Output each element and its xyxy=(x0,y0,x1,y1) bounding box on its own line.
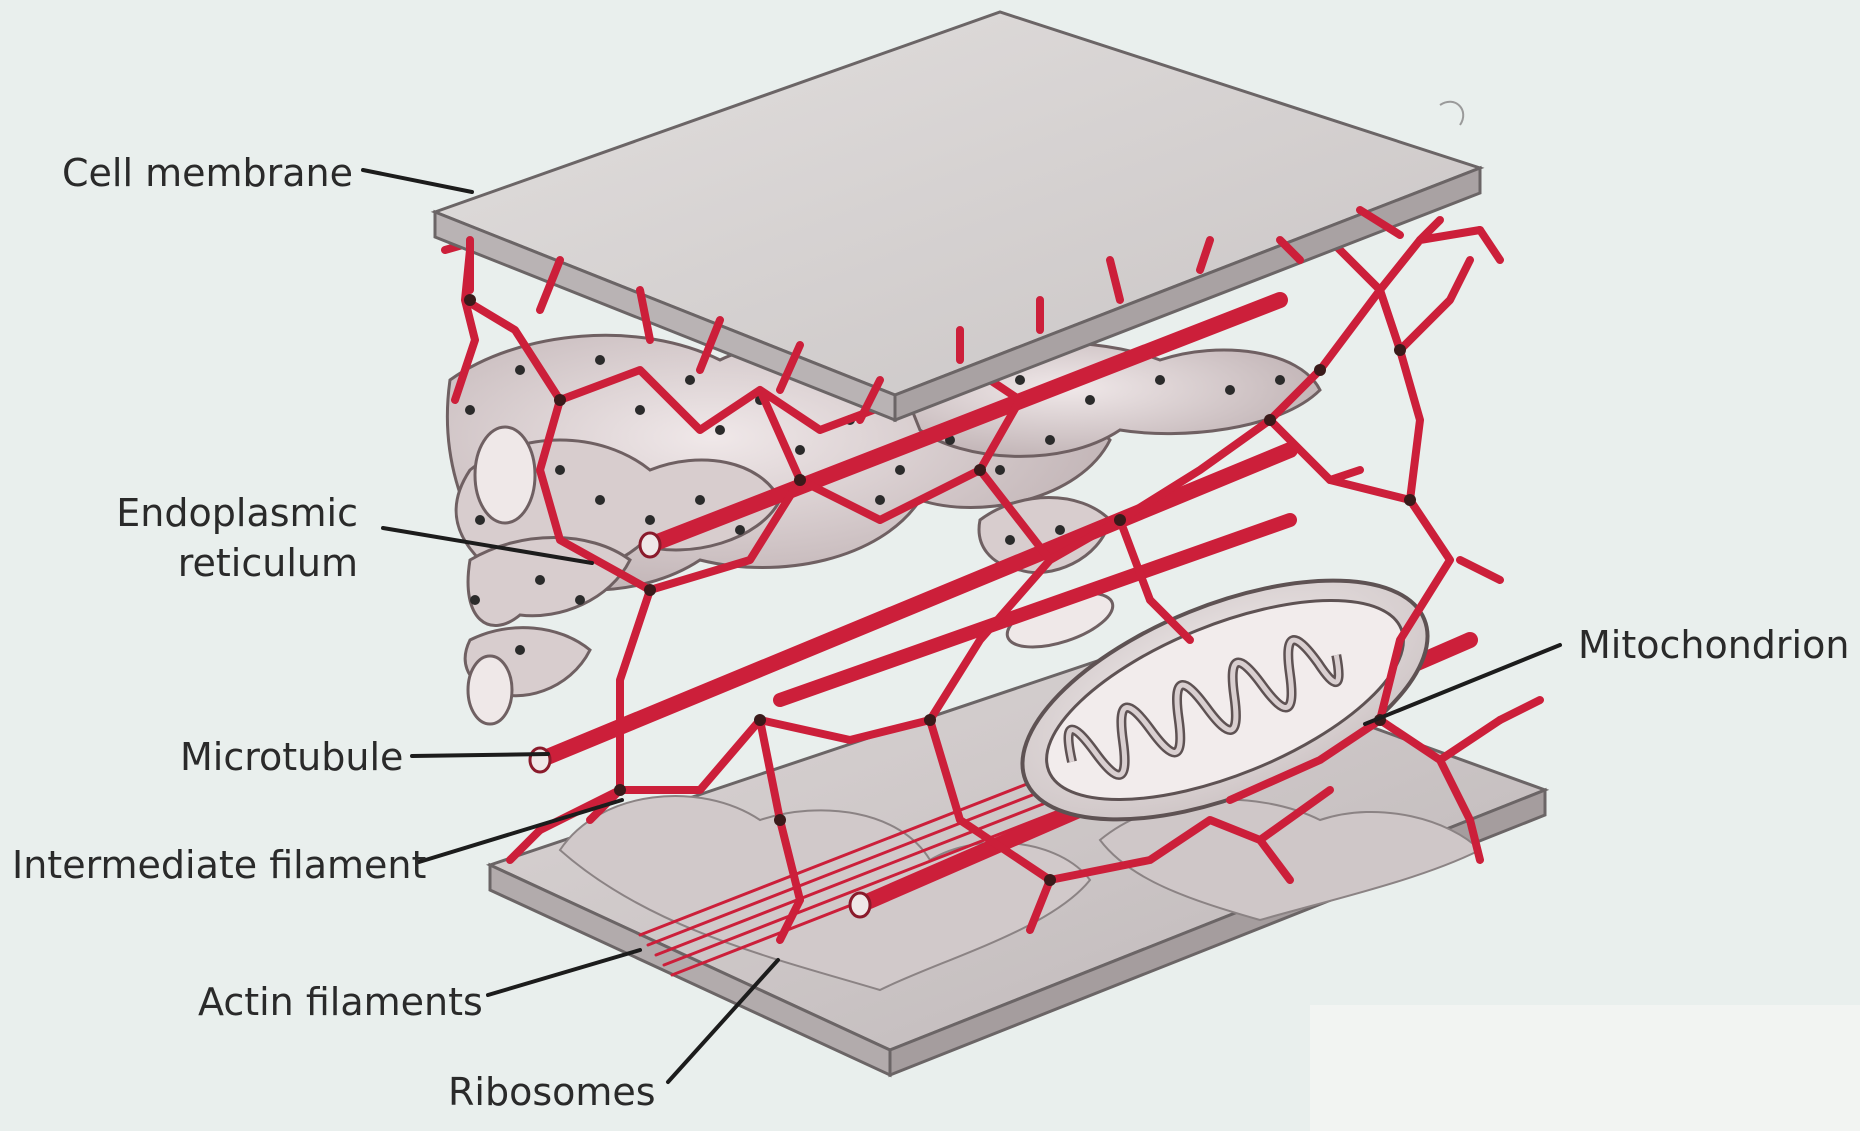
leader-cell-membrane xyxy=(363,170,472,192)
label-mitochondrion: Mitochondrion xyxy=(1578,623,1849,667)
label-endoplasmic-line2: reticulum xyxy=(178,541,358,585)
label-cell-membrane: Cell membrane xyxy=(62,151,353,195)
label-actin-filaments: Actin filaments xyxy=(198,980,483,1024)
label-microtubule: Microtubule xyxy=(180,735,403,779)
leader-actin-filaments xyxy=(488,950,640,995)
label-endoplasmic-line1: Endoplasmic xyxy=(116,491,358,535)
leader-microtubule xyxy=(412,754,548,756)
blank-inset-panel xyxy=(1310,1005,1860,1131)
label-intermediate-filament: Intermediate filament xyxy=(12,843,426,887)
label-ribosomes: Ribosomes xyxy=(448,1070,656,1114)
